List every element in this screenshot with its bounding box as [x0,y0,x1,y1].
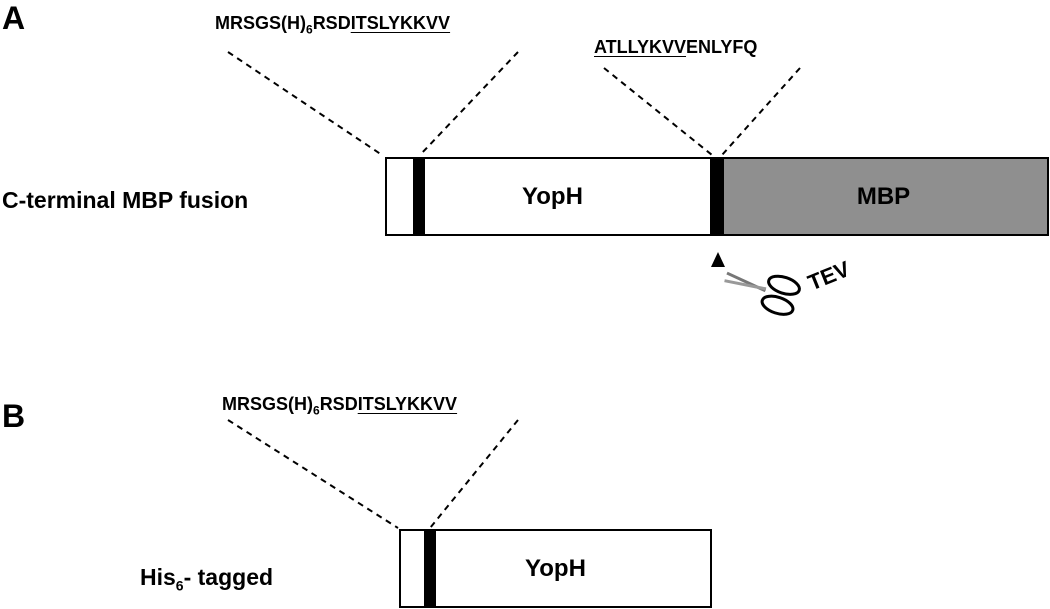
row-label-his-tagged: His6- tagged [140,564,274,594]
dash-a-left-2 [419,51,519,156]
seq-b: MRSGS(H)6RSDITSLYKKVV [222,394,458,418]
yoph-label-b: YopH [525,554,586,582]
dash-b-left-2 [429,419,519,529]
mbp-box: MBP [718,157,1049,236]
panel-b-label: B [2,398,26,434]
scissors-icon [724,271,801,316]
dash-a-left-1 [227,51,383,156]
cleavage-arrowhead [711,252,725,267]
seq-a-left: MRSGS(H)6RSDITSLYKKVV [215,13,451,37]
panel-a-label: A [2,0,26,36]
tag-bar-b [424,529,436,608]
dash-a-right-1 [603,67,713,156]
dash-b-left-1 [227,419,399,529]
tag-bar-a [413,157,425,236]
yoph-box-a: YopH [385,157,720,236]
mbp-label: MBP [856,182,911,210]
row-label-mbp-fusion: C-terminal MBP fusion [2,187,249,213]
yoph-box-b: YopH [399,529,712,608]
yoph-label-a: YopH [522,182,583,210]
seq-a-right: ATLLYKVVENLYFQ [594,37,758,57]
tev-site-bar [710,157,724,236]
dash-a-right-2 [721,67,801,156]
